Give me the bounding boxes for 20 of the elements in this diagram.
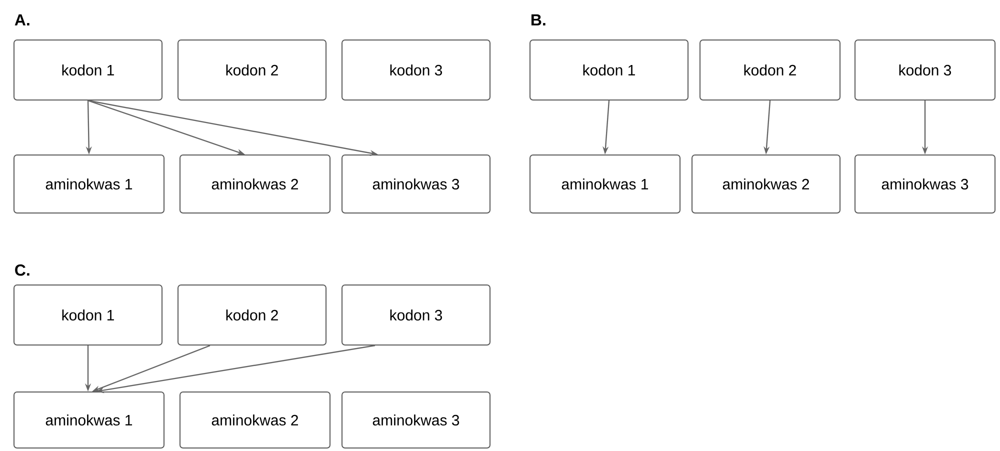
text-box: aminokwas 1: [530, 154, 680, 214]
text-box: kodon 2: [700, 40, 840, 100]
text-box: kodon 1: [530, 40, 688, 100]
text-box: aminokwas 2: [180, 154, 330, 214]
text-box: kodon 3: [854, 40, 996, 100]
text-box: kodon 2: [178, 40, 326, 100]
text-box: kodon 1: [14, 40, 162, 100]
text-box: kodon 3: [342, 40, 490, 100]
text-box: kodon 2: [178, 284, 326, 346]
text-box: kodon 3: [342, 284, 490, 346]
panel-letter: B.: [531, 14, 546, 26]
text-box: aminokwas 1: [14, 154, 164, 214]
panel-letter: A.: [14, 14, 30, 26]
text-box: aminokwas 3: [854, 154, 996, 214]
text-box: aminokwas 1: [14, 392, 164, 448]
text-box: aminokwas 3: [342, 154, 490, 214]
text-box: aminokwas 2: [692, 154, 840, 214]
text-box: kodon 1: [14, 284, 162, 346]
text-box: aminokwas 2: [180, 392, 330, 448]
text-box: aminokwas 3: [342, 392, 490, 448]
